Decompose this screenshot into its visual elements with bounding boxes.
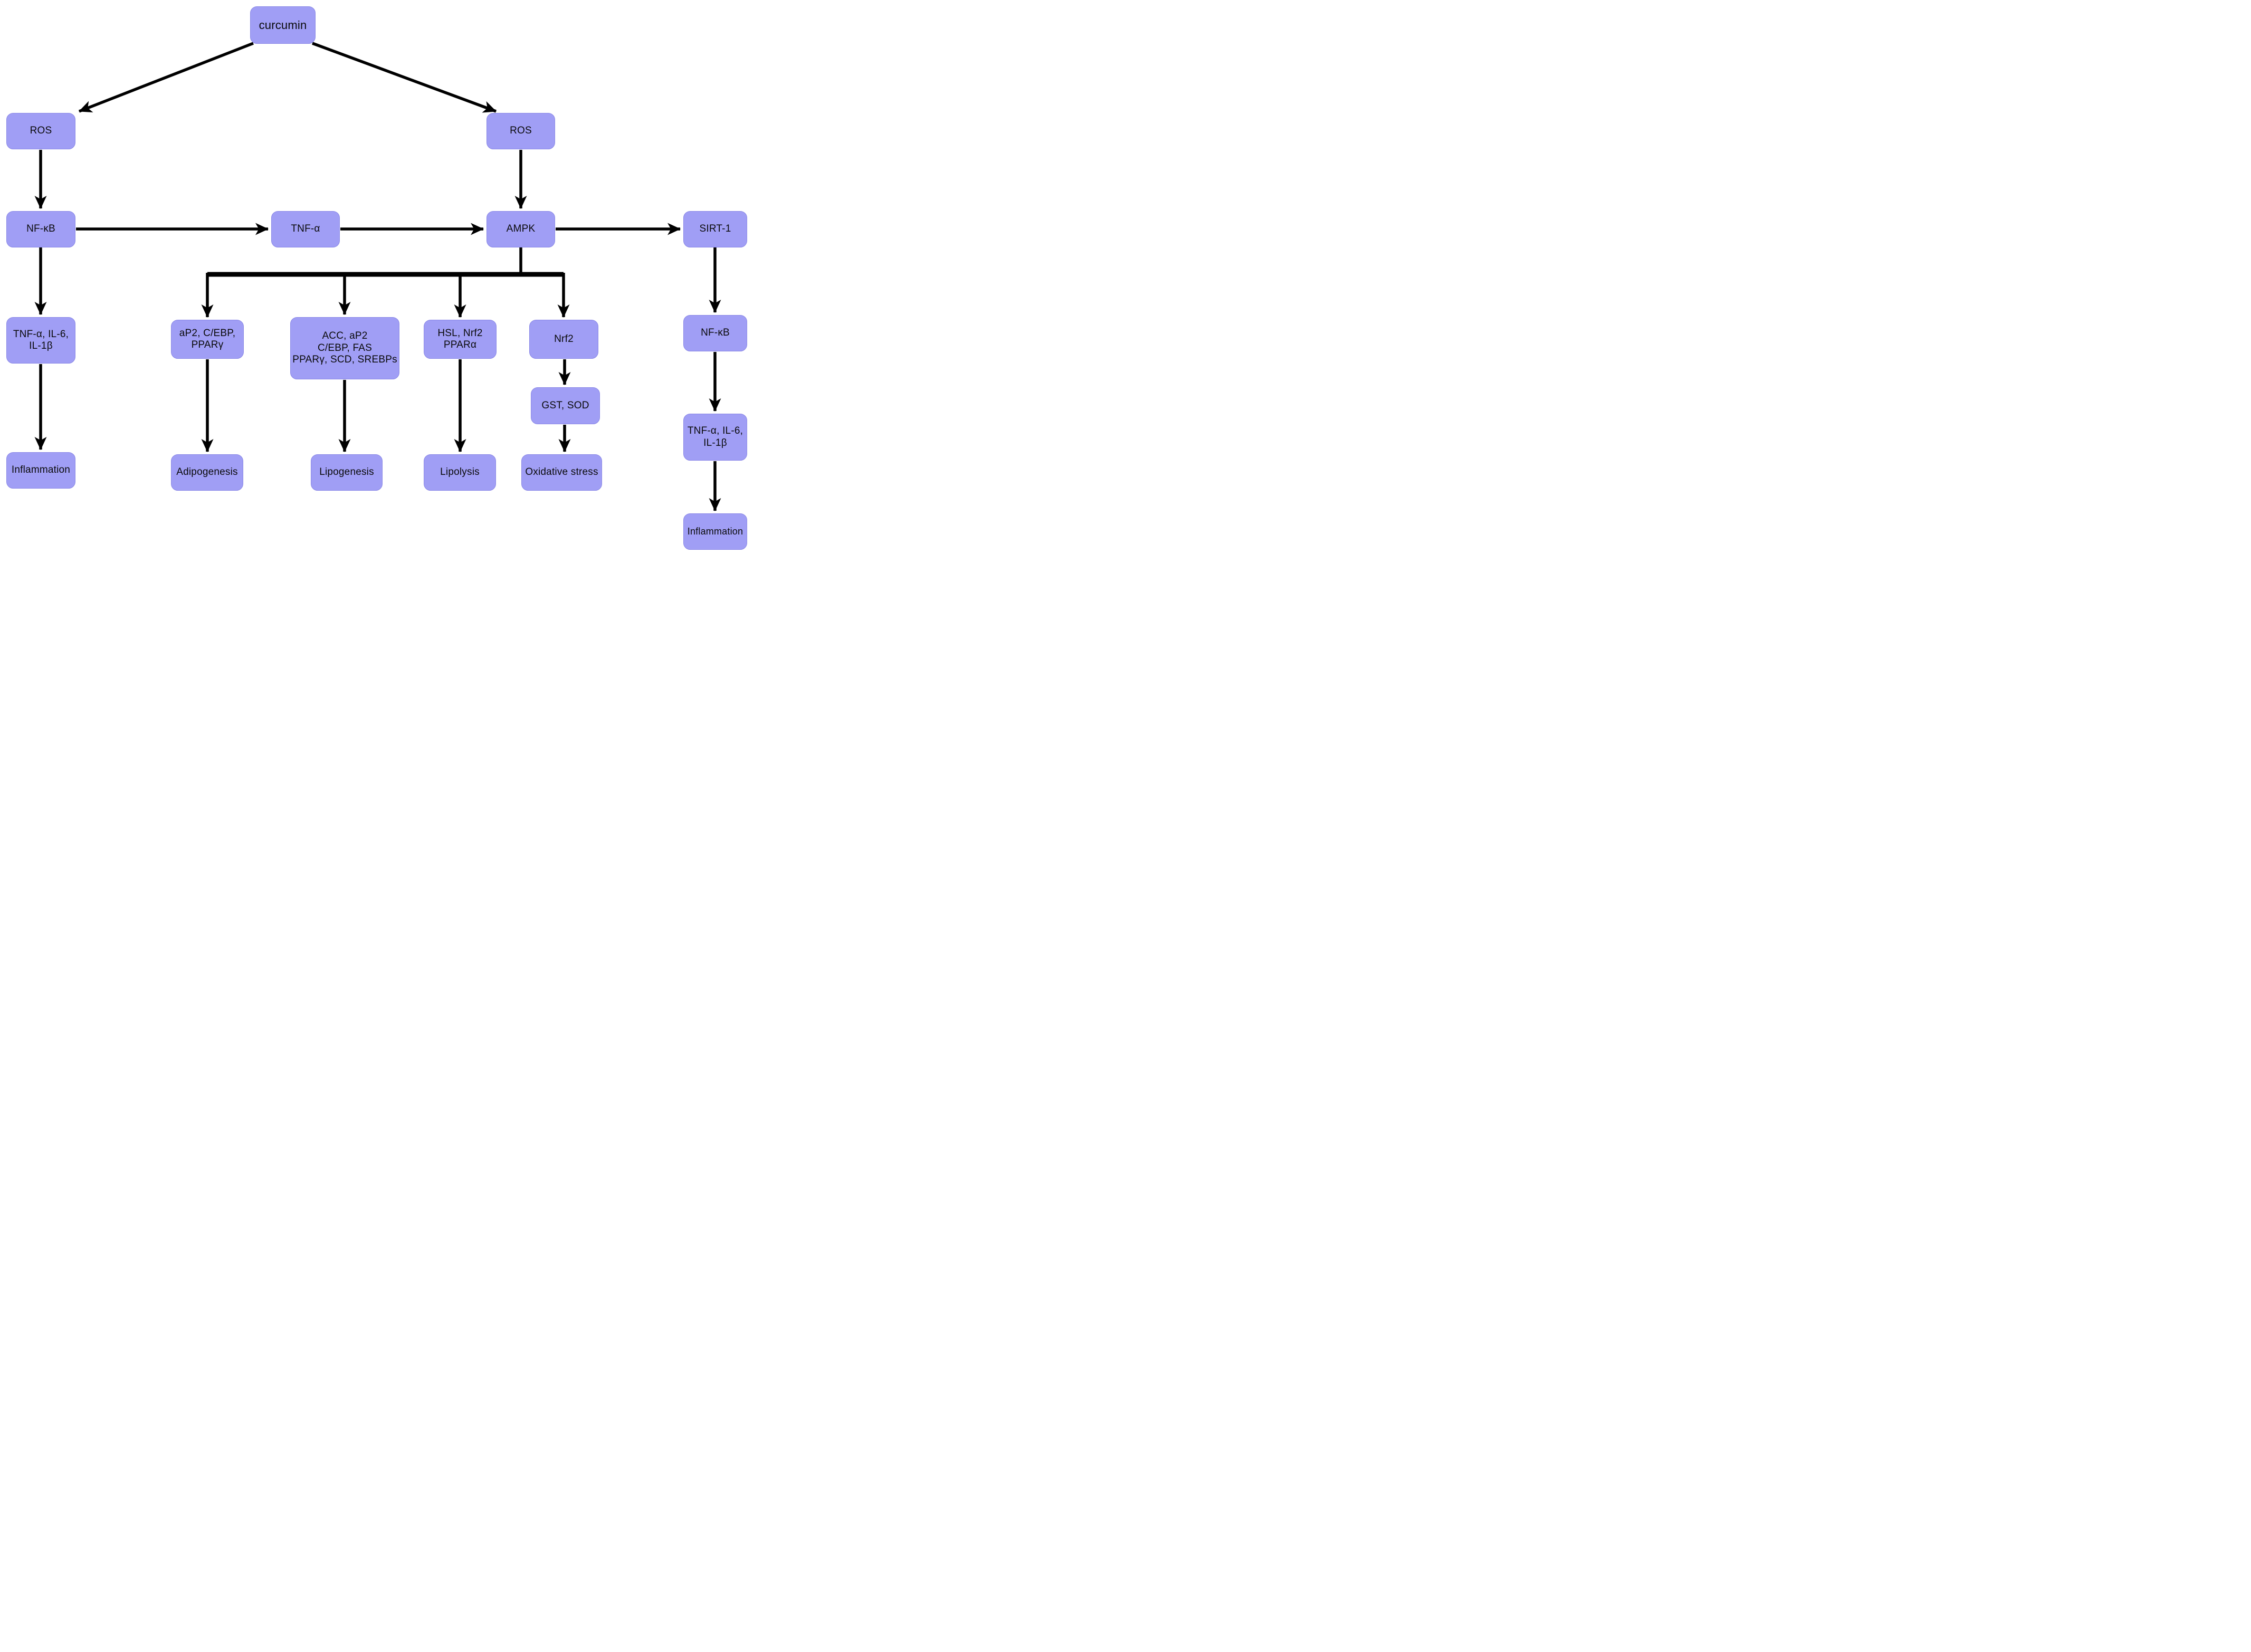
node-nfkb-right: NF-κB bbox=[683, 315, 747, 351]
node-ros-left: ROS bbox=[6, 113, 75, 149]
node-lipolysis: Lipolysis bbox=[424, 454, 496, 491]
node-adipogenesis: Adipogenesis bbox=[171, 454, 243, 491]
node-cytokines-left: TNF-α, IL-6, IL-1β bbox=[6, 317, 75, 364]
node-adipogenesis-genes: aP2, C/EBP, PPARγ bbox=[171, 320, 244, 359]
arrow-layer bbox=[34, 42, 721, 511]
node-tnf-alpha: TNF-α bbox=[271, 211, 340, 247]
node-ros-right: ROS bbox=[487, 113, 555, 149]
node-inflammation-right: Inflammation bbox=[683, 513, 747, 550]
node-inflammation-left: Inflammation bbox=[6, 452, 75, 489]
edge-curcumin-ros-right bbox=[312, 42, 497, 113]
node-curcumin: curcumin bbox=[250, 6, 316, 44]
node-lipogenesis: Lipogenesis bbox=[311, 454, 383, 491]
node-nrf2: Nrf2 bbox=[529, 320, 598, 359]
node-lipogenesis-genes: ACC, aP2 C/EBP, FAS PPARγ, SCD, SREBPs bbox=[290, 317, 399, 379]
node-sirt-1: SIRT-1 bbox=[683, 211, 747, 247]
node-oxidative-stress: Oxidative stress bbox=[521, 454, 602, 491]
node-cytokines-right: TNF-α, IL-6, IL-1β bbox=[683, 414, 747, 461]
node-nfkb-left: NF-κB bbox=[6, 211, 75, 247]
node-lipolysis-genes: HSL, Nrf2 PPARα bbox=[424, 320, 497, 359]
node-gst-sod: GST, SOD bbox=[531, 387, 600, 424]
edge-curcumin-ros-left bbox=[78, 42, 254, 113]
node-ampk: AMPK bbox=[487, 211, 555, 247]
